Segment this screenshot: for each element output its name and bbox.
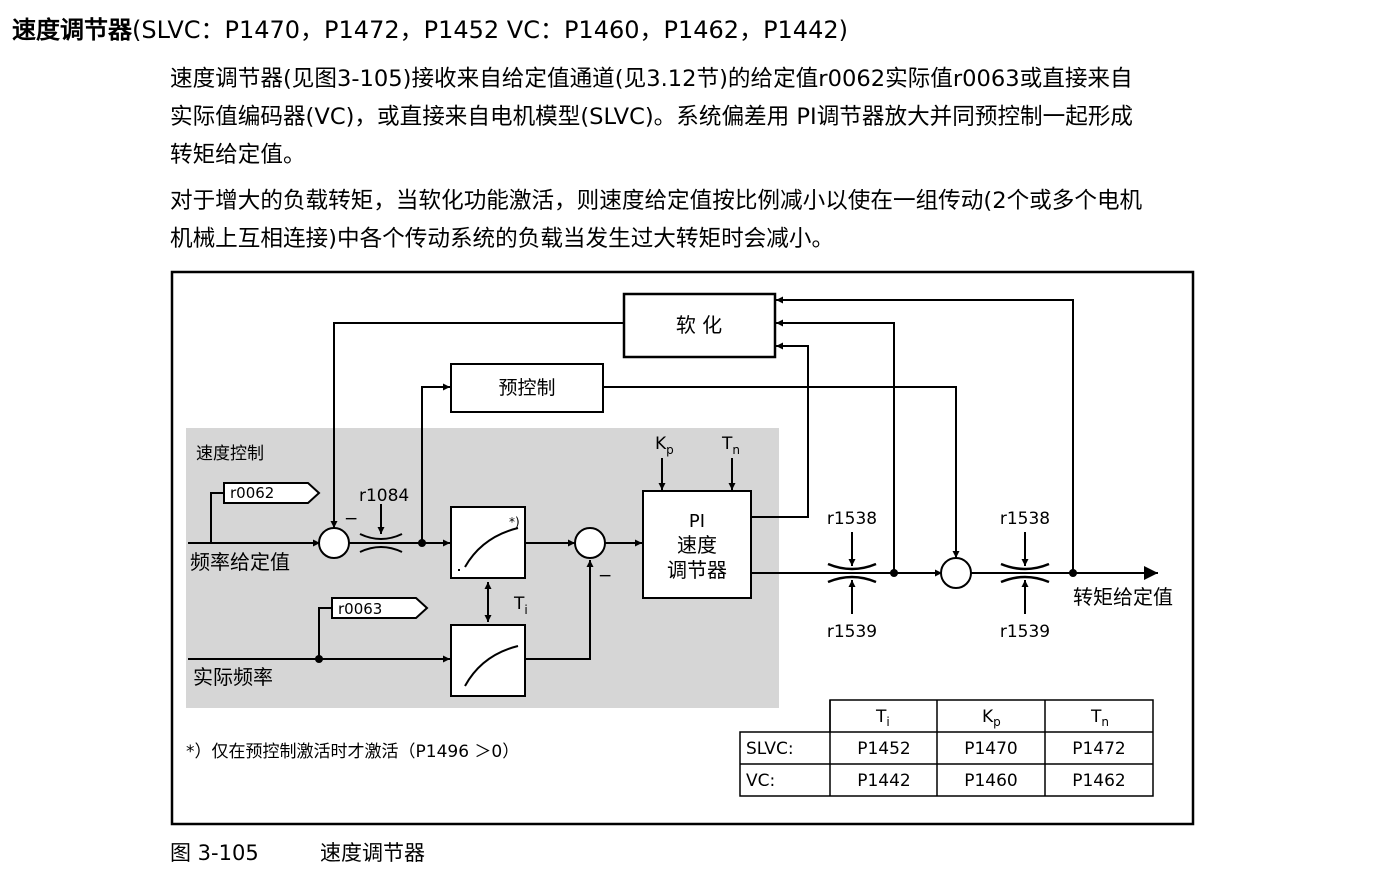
pi-speed-controller-block <box>642 490 752 599</box>
paragraph-line: 转矩给定值。 <box>170 142 306 168</box>
table-cell: P1462 <box>1072 771 1126 791</box>
precontrol-note-marker: *) <box>509 515 520 529</box>
softening-label: 软 化 <box>676 313 722 337</box>
junction-node <box>418 539 426 547</box>
figure-title: 速度调节器 <box>320 841 425 865</box>
speed-control-label: 速度控制 <box>196 444 264 464</box>
tn-label: Tn <box>721 434 740 457</box>
figure-caption: 图 3-105 速度调节器 <box>170 838 425 868</box>
r1539-label: r1539 <box>1000 622 1050 642</box>
table-cell: P1442 <box>857 771 911 791</box>
precontrol-label: 预控制 <box>498 377 555 399</box>
r0063-tag <box>331 597 429 619</box>
section-parameters: (SLVC：P1470，P1472，P1452 VC：P1460，P1462，P… <box>132 16 848 44</box>
r0062-label: r0062 <box>230 484 274 502</box>
r0063-label: r0063 <box>338 600 382 618</box>
table-row-label: SLVC: <box>746 739 794 759</box>
paragraph-line: 实际值编码器(VC)，或直接来自电机模型(SLVC)。系统偏差用 PI调节器放大… <box>170 104 1134 130</box>
paragraph-2: 对于增大的负载转矩，当软化功能激活，则速度给定值按比例减小以使在一组传动(2个或… <box>170 182 1360 258</box>
figure-frame <box>170 270 1195 826</box>
paragraph-line: 机械上互相连接)中各个传动系统的负载当发生过大转矩时会减小。 <box>170 226 835 252</box>
precontrol-block <box>450 363 604 413</box>
section-heading: 速度调节器(SLVC：P1470，P1472，P1452 VC：P1460，P1… <box>12 14 848 46</box>
paragraph-line: 速度调节器(见图3-105)接收来自给定值通道(见3.12节)的给定值r0062… <box>170 66 1133 92</box>
minus-sign: − <box>598 566 612 586</box>
paragraph-line: 对于增大的负载转矩，当软化功能激活，则速度给定值按比例减小以使在一组传动(2个或… <box>170 188 1143 214</box>
kp-label: Kp <box>655 434 674 457</box>
torque-setpoint-label: 转矩给定值 <box>1073 585 1173 609</box>
table-header-tn: Tn <box>1090 707 1109 729</box>
summing-junction-torque <box>940 557 972 589</box>
table-cell: P1472 <box>1072 739 1126 759</box>
r1538-label: r1538 <box>827 509 877 529</box>
paragraph-1: 速度调节器(见图3-105)接收来自给定值通道(见3.12节)的给定值r0062… <box>170 60 1360 174</box>
summing-junction-actual <box>574 527 606 559</box>
table-cell: P1460 <box>964 771 1018 791</box>
summing-junction-setpoint <box>318 527 350 559</box>
r1538-label: r1538 <box>1000 509 1050 529</box>
r1539-label: r1539 <box>827 622 877 642</box>
r1084-label: r1084 <box>359 486 409 506</box>
ti-label: Ti <box>513 594 528 617</box>
footnote: *）仅在预控制激活时才激活（P1496 ＞0） <box>186 742 519 762</box>
actual-freq-label: 实际频率 <box>193 665 273 689</box>
pi-label: 调节器 <box>667 558 727 582</box>
pi-label: 速度 <box>677 533 717 557</box>
table-cell: P1470 <box>964 739 1018 759</box>
table-header-ti: Ti <box>875 707 890 729</box>
section-title: 速度调节器 <box>12 16 132 44</box>
softening-block <box>622 292 777 359</box>
table-header-kp: Kp <box>982 707 1001 729</box>
minus-sign: − <box>344 509 358 529</box>
r0062-tag <box>223 482 321 504</box>
junction-node <box>315 655 323 663</box>
parameter-table: Ti Kp Tn SLVC: P1452 P1470 P1472 VC: P14… <box>739 699 1154 797</box>
freq-setpoint-label: 频率给定值 <box>190 550 290 574</box>
pi-label: PI <box>689 511 705 532</box>
table-row-label: VC: <box>746 771 775 791</box>
junction-node <box>890 569 898 577</box>
figure-number: 图 3-105 <box>170 841 259 865</box>
table-cell: P1452 <box>857 739 911 759</box>
junction-node <box>1069 569 1077 577</box>
